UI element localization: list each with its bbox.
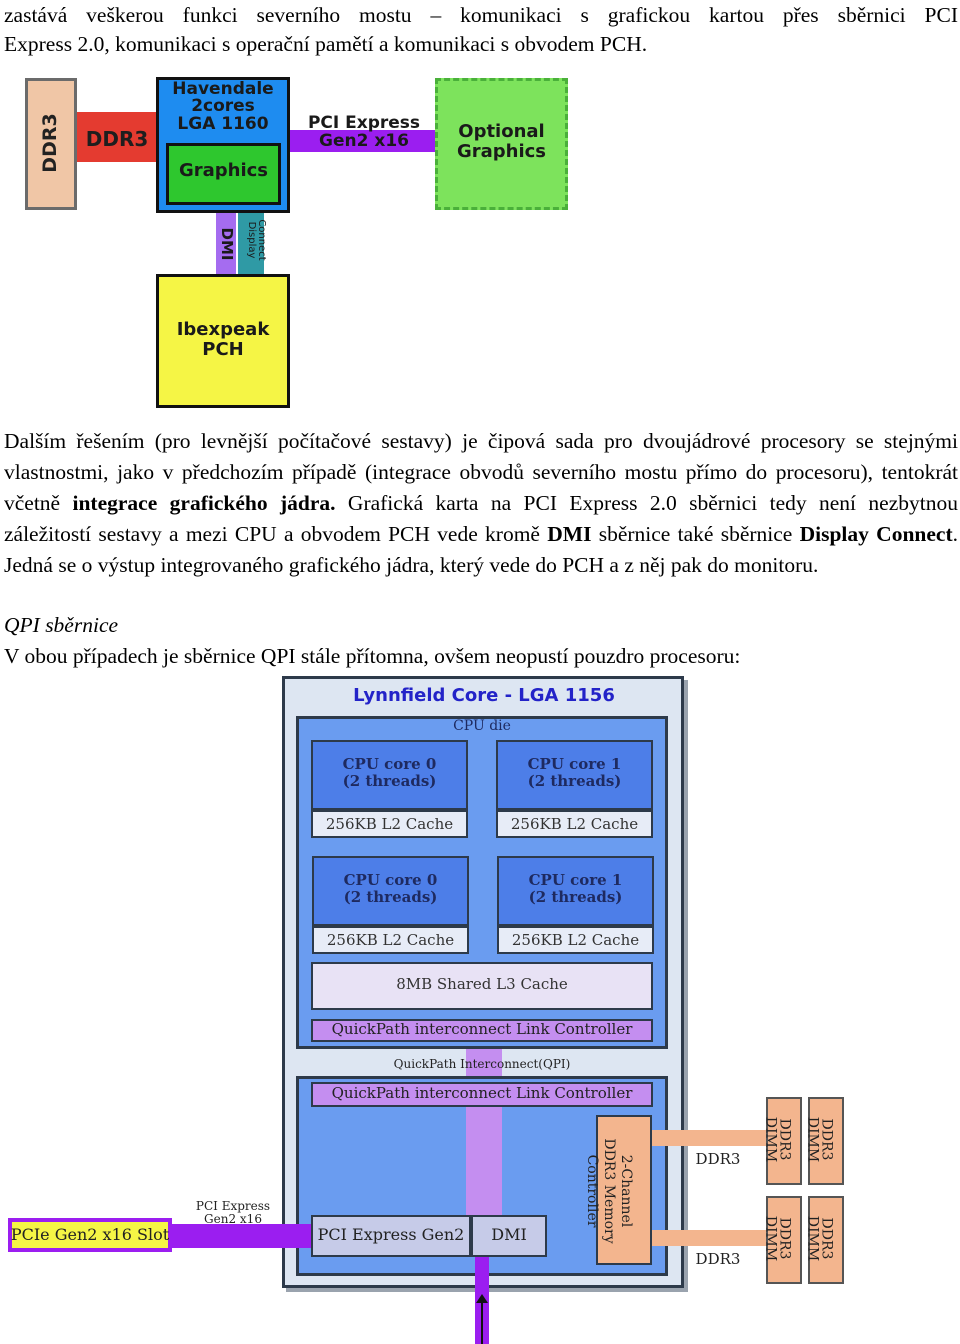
qpi-controller-bottom [311, 1082, 653, 1107]
core-1-bottom-label-2: (2 threads) [528, 888, 623, 906]
pcie-gen2-label: PCI Express Gen2 [317, 1225, 465, 1244]
dmi-bus [216, 213, 236, 276]
qpi-label: QuickPath Interconnect(QPI) [393, 1057, 571, 1071]
graphics-label: Graphics [178, 160, 269, 181]
pcie-bus [290, 130, 438, 152]
core-1-bottom [497, 856, 654, 926]
core-0-top [311, 740, 468, 810]
optional-label-2: Graphics [456, 141, 547, 162]
qpi-controller-top [311, 1019, 653, 1042]
dimm-b2-label-2: DIMM [804, 1215, 821, 1262]
display-label-2: Connect [256, 219, 267, 261]
l2-cache-0-top-label: 256KB L2 Cache [325, 815, 454, 833]
paragraph-qpi: V obou případech je sběrnice QPI stále p… [4, 644, 741, 668]
dimm-b1 [766, 1196, 802, 1284]
ddr3-bus [77, 112, 157, 162]
core-0-bottom [312, 856, 469, 926]
pcie-x16-bus-label-1: PCI Express [195, 1199, 271, 1213]
qpi-controller-bottom-label: QuickPath interconnect Link Controller [331, 1084, 633, 1102]
paragraph-graphics-integration: Dalším řešením (pro levnější počítačové … [4, 429, 958, 577]
core-1-top [496, 740, 653, 810]
dimm-b2-label-1: DDR3 [818, 1217, 835, 1260]
core-0-bottom-label-1: CPU core 0 [343, 871, 438, 889]
dimm-b1-label-2: DIMM [762, 1215, 779, 1262]
dimm-a2-label-2: DIMM [804, 1116, 821, 1163]
l2-cache-0-bottom-label: 256KB L2 Cache [326, 931, 455, 949]
ddr3-module [25, 78, 77, 210]
l2-cache-0-bottom [312, 926, 469, 954]
qpi-heading: QPI sběrnice [4, 613, 119, 637]
core-0-top-label-1: CPU core 0 [342, 755, 437, 773]
cpu-die-label: CPU die [453, 718, 511, 734]
pch-label-1: Ibexpeak [176, 319, 270, 340]
dimm-a1-label-1: DDR3 [776, 1118, 793, 1161]
l2-cache-1-top [496, 810, 653, 838]
core-0-top-label-2: (2 threads) [342, 772, 437, 790]
intro-line-2: Express 2.0, komunikaci s operační pamět… [4, 32, 648, 56]
dimm-a1 [766, 1097, 802, 1185]
core-1-top-label-1: CPU core 1 [527, 755, 622, 773]
cpu-label-2: 2cores [191, 96, 255, 116]
cpu-label-1: Havendale [172, 79, 274, 99]
pcie-slot-label: PCIe Gen2 x16 Slot [10, 1225, 170, 1244]
ddr3-channel-a-label: DDR3 [695, 1150, 741, 1168]
optional-graphics [435, 78, 568, 210]
l3-cache [311, 962, 653, 1010]
lynnfield-title: Lynnfield Core - LGA 1156 [353, 685, 615, 706]
graphics-block [166, 143, 281, 205]
ddr3-channel-b-label: DDR3 [695, 1250, 741, 1268]
ddr3-module-label: DDR3 [39, 113, 61, 173]
cpu-label-3: LGA 1160 [177, 114, 269, 134]
memory-controller-label-1: 2-Channel [618, 1154, 634, 1228]
pch-label-2: PCH [202, 339, 244, 360]
pcie-slot [8, 1218, 172, 1252]
qpi-link [466, 1049, 502, 1077]
ddr3-channel-b [652, 1230, 770, 1246]
pcie-x16-bus [170, 1224, 311, 1248]
pcie-label-2: Gen2 x16 [319, 131, 409, 151]
display-connect-bus [238, 213, 264, 276]
dimm-a2 [808, 1097, 844, 1185]
core-0-bottom-label-2: (2 threads) [343, 888, 438, 906]
memory-controller-label-3: Controller [584, 1154, 600, 1228]
qpi-controller-top-label: QuickPath interconnect Link Controller [331, 1020, 633, 1038]
ibexpeak-pch [156, 274, 290, 408]
l2-cache-1-bottom-label: 256KB L2 Cache [511, 931, 640, 949]
dimm-a2-label-1: DDR3 [818, 1118, 835, 1161]
dmi-label: DMI [218, 227, 236, 261]
pcie-gen2-controller [311, 1215, 471, 1257]
l2-cache-0-top [311, 810, 468, 838]
memory-controller-label-2: DDR3 Memory [601, 1138, 617, 1244]
ddr3-bus-label: DDR3 [85, 127, 149, 151]
memory-controller [596, 1115, 652, 1265]
dmi-arrow-icon [476, 1294, 488, 1303]
intro-line-1: zastává veškerou funkci severního mostu … [4, 3, 958, 27]
dimm-a1-label-2: DIMM [762, 1116, 779, 1163]
l2-cache-1-bottom [497, 926, 654, 954]
dimm-b1-label-1: DDR3 [776, 1217, 793, 1260]
ddr3-channel-a [652, 1130, 770, 1146]
dmi-controller-label: DMI [491, 1225, 527, 1244]
dimm-b2 [808, 1196, 844, 1284]
dmi-arrow-shaft [481, 1298, 483, 1344]
pcie-label-1: PCI Express [307, 113, 421, 133]
pcie-x16-bus-label-2: Gen2 x16 [204, 1212, 262, 1226]
dmi-controller [471, 1215, 547, 1257]
core-1-top-label-2: (2 threads) [527, 772, 622, 790]
internal-link [466, 1107, 502, 1215]
optional-label-1: Optional [458, 121, 545, 142]
l2-cache-1-top-label: 256KB L2 Cache [510, 815, 639, 833]
l3-cache-label: 8MB Shared L3 Cache [396, 975, 568, 993]
core-1-bottom-label-1: CPU core 1 [528, 871, 623, 889]
